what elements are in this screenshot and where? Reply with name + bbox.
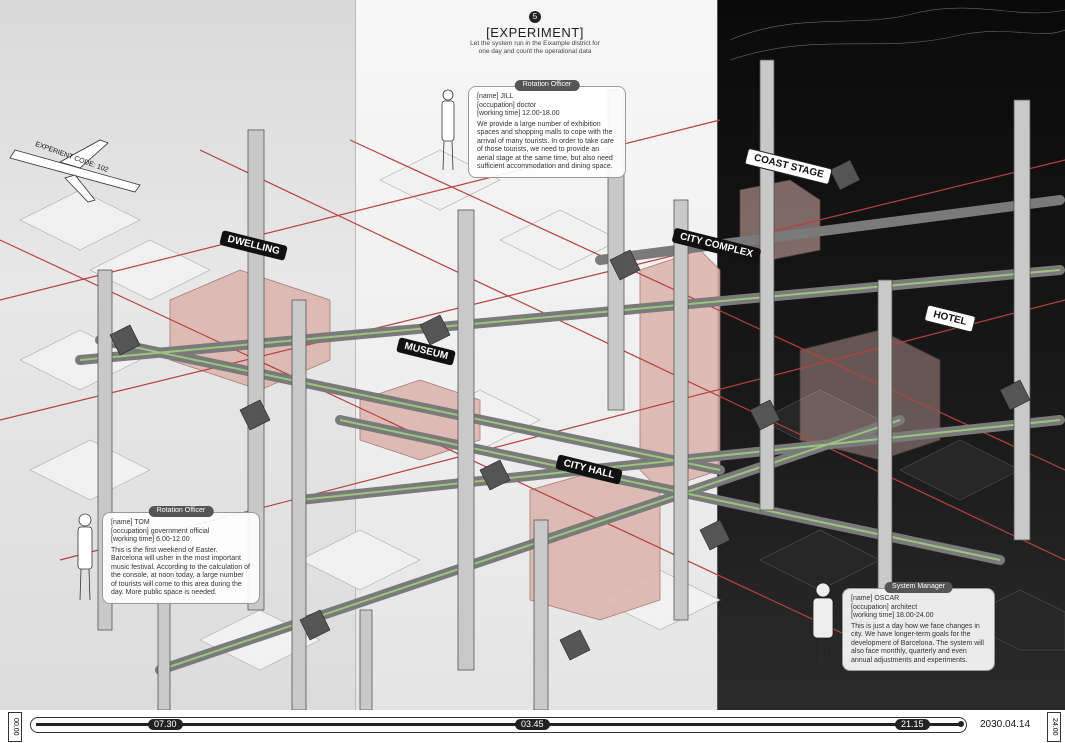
card-oscar: System Manager [name] OSCAR [occupation]… — [842, 582, 995, 671]
card-heading: Rotation Officer — [148, 506, 214, 517]
card-body: This is the first weekend of Easter. Bar… — [111, 546, 250, 597]
person-oscar-figure — [812, 582, 834, 671]
card-time: [working time] 12.00-18.00 — [477, 110, 560, 117]
timeline-tick[interactable]: 03.45 — [515, 719, 550, 730]
airplane-icon — [9, 139, 141, 203]
panel-divider — [355, 0, 356, 710]
night-hills — [729, 7, 1065, 61]
person-jill-figure — [441, 89, 455, 171]
card-time: [working time] 6.00-12.00 — [111, 536, 190, 543]
timeline-tick[interactable]: 07.30 — [148, 719, 183, 730]
timeline-handle[interactable] — [958, 721, 964, 727]
card-heading: System Manager — [884, 582, 953, 593]
card-heading: Rotation Officer — [514, 80, 580, 91]
card-body: This is just a day how we face changes i… — [851, 622, 984, 664]
page-title: [EXPERIMENT] — [486, 25, 584, 40]
megastructure-drawing — [0, 7, 1065, 710]
subtitle-line: Let the system run in the Eixample distr… — [470, 40, 600, 47]
person-tom-figure — [77, 513, 93, 601]
subtitle-line: one day and count the operational data — [478, 48, 592, 55]
card-name: [name] TOM — [111, 519, 150, 526]
joint-nodes — [109, 159, 1031, 661]
timeline-date: 2030.04.14 — [980, 719, 1031, 730]
experiment-header: 5 [EXPERIMENT] Let the system run in the… — [440, 6, 630, 56]
card-jill: Rotation Officer [name] JILL [occupation… — [468, 80, 626, 178]
card-name: [name] OSCAR — [851, 595, 900, 602]
card-tom: Rotation Officer [name] TOM [occupation]… — [102, 506, 260, 604]
card-occupation: [occupation] doctor — [477, 101, 537, 109]
card-name: [name] JILL — [477, 93, 514, 100]
card-occupation: [occupation] architect — [851, 603, 918, 611]
card-time: [working time] 18.00-24.00 — [851, 612, 934, 619]
timeline-start: 00.00 — [8, 712, 22, 742]
card-occupation: [occupation] government official — [111, 527, 210, 535]
timeline-tick[interactable]: 21.15 — [895, 719, 930, 730]
section-number: 5 — [529, 11, 541, 23]
timeline: 00.00 07.30 03.45 21.15 2030.04.14 24.00 — [0, 710, 1065, 743]
timeline-progress — [36, 723, 961, 726]
timeline-end: 24.00 — [1047, 712, 1061, 742]
card-body: We provide a large number of exhibition … — [477, 120, 614, 171]
